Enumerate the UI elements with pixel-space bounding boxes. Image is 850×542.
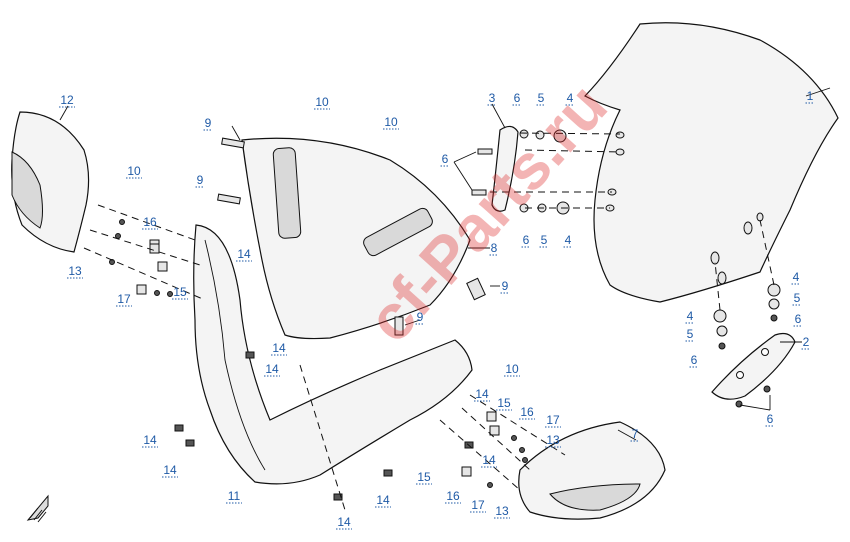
bracket-part-3 [491, 125, 519, 212]
left-cover-lens [11, 151, 43, 229]
orientation-arrow-icon [26, 494, 49, 523]
callout-c10a[interactable]: 10 [315, 95, 329, 109]
panel-bracket-lower [363, 207, 433, 257]
callout-c3[interactable]: 3 [489, 91, 496, 105]
callout-c9b[interactable]: 9 [197, 173, 204, 187]
hardware-group-left [109, 219, 173, 297]
callout-c14e[interactable]: 14 [163, 463, 177, 477]
assembly-dashed-lines [83, 132, 775, 511]
windscreen-part-1 [584, 22, 839, 303]
callout-c14b[interactable]: 14 [272, 341, 286, 355]
callout-c14d[interactable]: 14 [143, 433, 157, 447]
callout-c5c[interactable]: 5 [794, 291, 801, 305]
callout-c4c[interactable]: 4 [793, 270, 800, 284]
callout-c15a[interactable]: 15 [173, 285, 187, 299]
callout-c17a[interactable]: 17 [117, 292, 131, 306]
hardware-group-center [174, 137, 528, 501]
bracket-hole [736, 371, 744, 379]
fairing-edge [204, 239, 266, 471]
callout-c6e[interactable]: 6 [691, 353, 698, 367]
callout-c16b[interactable]: 16 [520, 405, 534, 419]
callout-c10c[interactable]: 10 [127, 164, 141, 178]
callout-c16a[interactable]: 16 [143, 215, 157, 229]
callout-c4d[interactable]: 4 [687, 309, 694, 323]
callout-c9a[interactable]: 9 [205, 116, 212, 130]
callout-c5a[interactable]: 5 [538, 91, 545, 105]
leader-lines [59, 87, 831, 441]
callout-c10b[interactable]: 10 [384, 115, 398, 129]
callout-c9d[interactable]: 9 [417, 310, 424, 324]
callout-c6c[interactable]: 6 [523, 233, 530, 247]
callout-c6d[interactable]: 6 [795, 312, 802, 326]
callout-c8[interactable]: 8 [491, 241, 498, 255]
bracket-part-2 [711, 332, 796, 400]
callout-c15b[interactable]: 15 [497, 396, 511, 410]
callout-c4b[interactable]: 4 [565, 233, 572, 247]
callout-c7[interactable]: 7 [632, 427, 639, 441]
bracket-hole [761, 348, 769, 356]
callout-c15c[interactable]: 15 [417, 470, 431, 484]
panel-bracket-upper [272, 147, 302, 239]
callout-c2[interactable]: 2 [803, 335, 810, 349]
callout-c17c[interactable]: 17 [471, 498, 485, 512]
callout-c14i[interactable]: 14 [337, 515, 351, 529]
callout-c14c[interactable]: 14 [265, 362, 279, 376]
right-cover-lens [549, 483, 641, 511]
callout-c6f[interactable]: 6 [767, 412, 774, 426]
callout-c14a[interactable]: 14 [237, 247, 251, 261]
callout-c4a[interactable]: 4 [567, 91, 574, 105]
callout-c10d[interactable]: 10 [505, 362, 519, 376]
callout-c14f[interactable]: 14 [475, 387, 489, 401]
callout-c6a[interactable]: 6 [514, 91, 521, 105]
callout-c6b[interactable]: 6 [442, 152, 449, 166]
callout-c13b[interactable]: 13 [546, 433, 560, 447]
callout-c5b[interactable]: 5 [541, 233, 548, 247]
callout-c13c[interactable]: 13 [495, 504, 509, 518]
callout-c14h[interactable]: 14 [376, 493, 390, 507]
callout-c1[interactable]: 1 [807, 89, 814, 103]
callout-c13a[interactable]: 13 [68, 264, 82, 278]
callout-c12[interactable]: 12 [60, 93, 74, 107]
callout-c9c[interactable]: 9 [502, 279, 509, 293]
callout-c14g[interactable]: 14 [482, 453, 496, 467]
callout-c11[interactable]: 11 [228, 489, 241, 503]
front-fairing-part-11 [193, 224, 473, 485]
callout-c16c[interactable]: 16 [446, 489, 460, 503]
callout-c17b[interactable]: 17 [546, 413, 560, 427]
callout-c5d[interactable]: 5 [687, 327, 694, 341]
